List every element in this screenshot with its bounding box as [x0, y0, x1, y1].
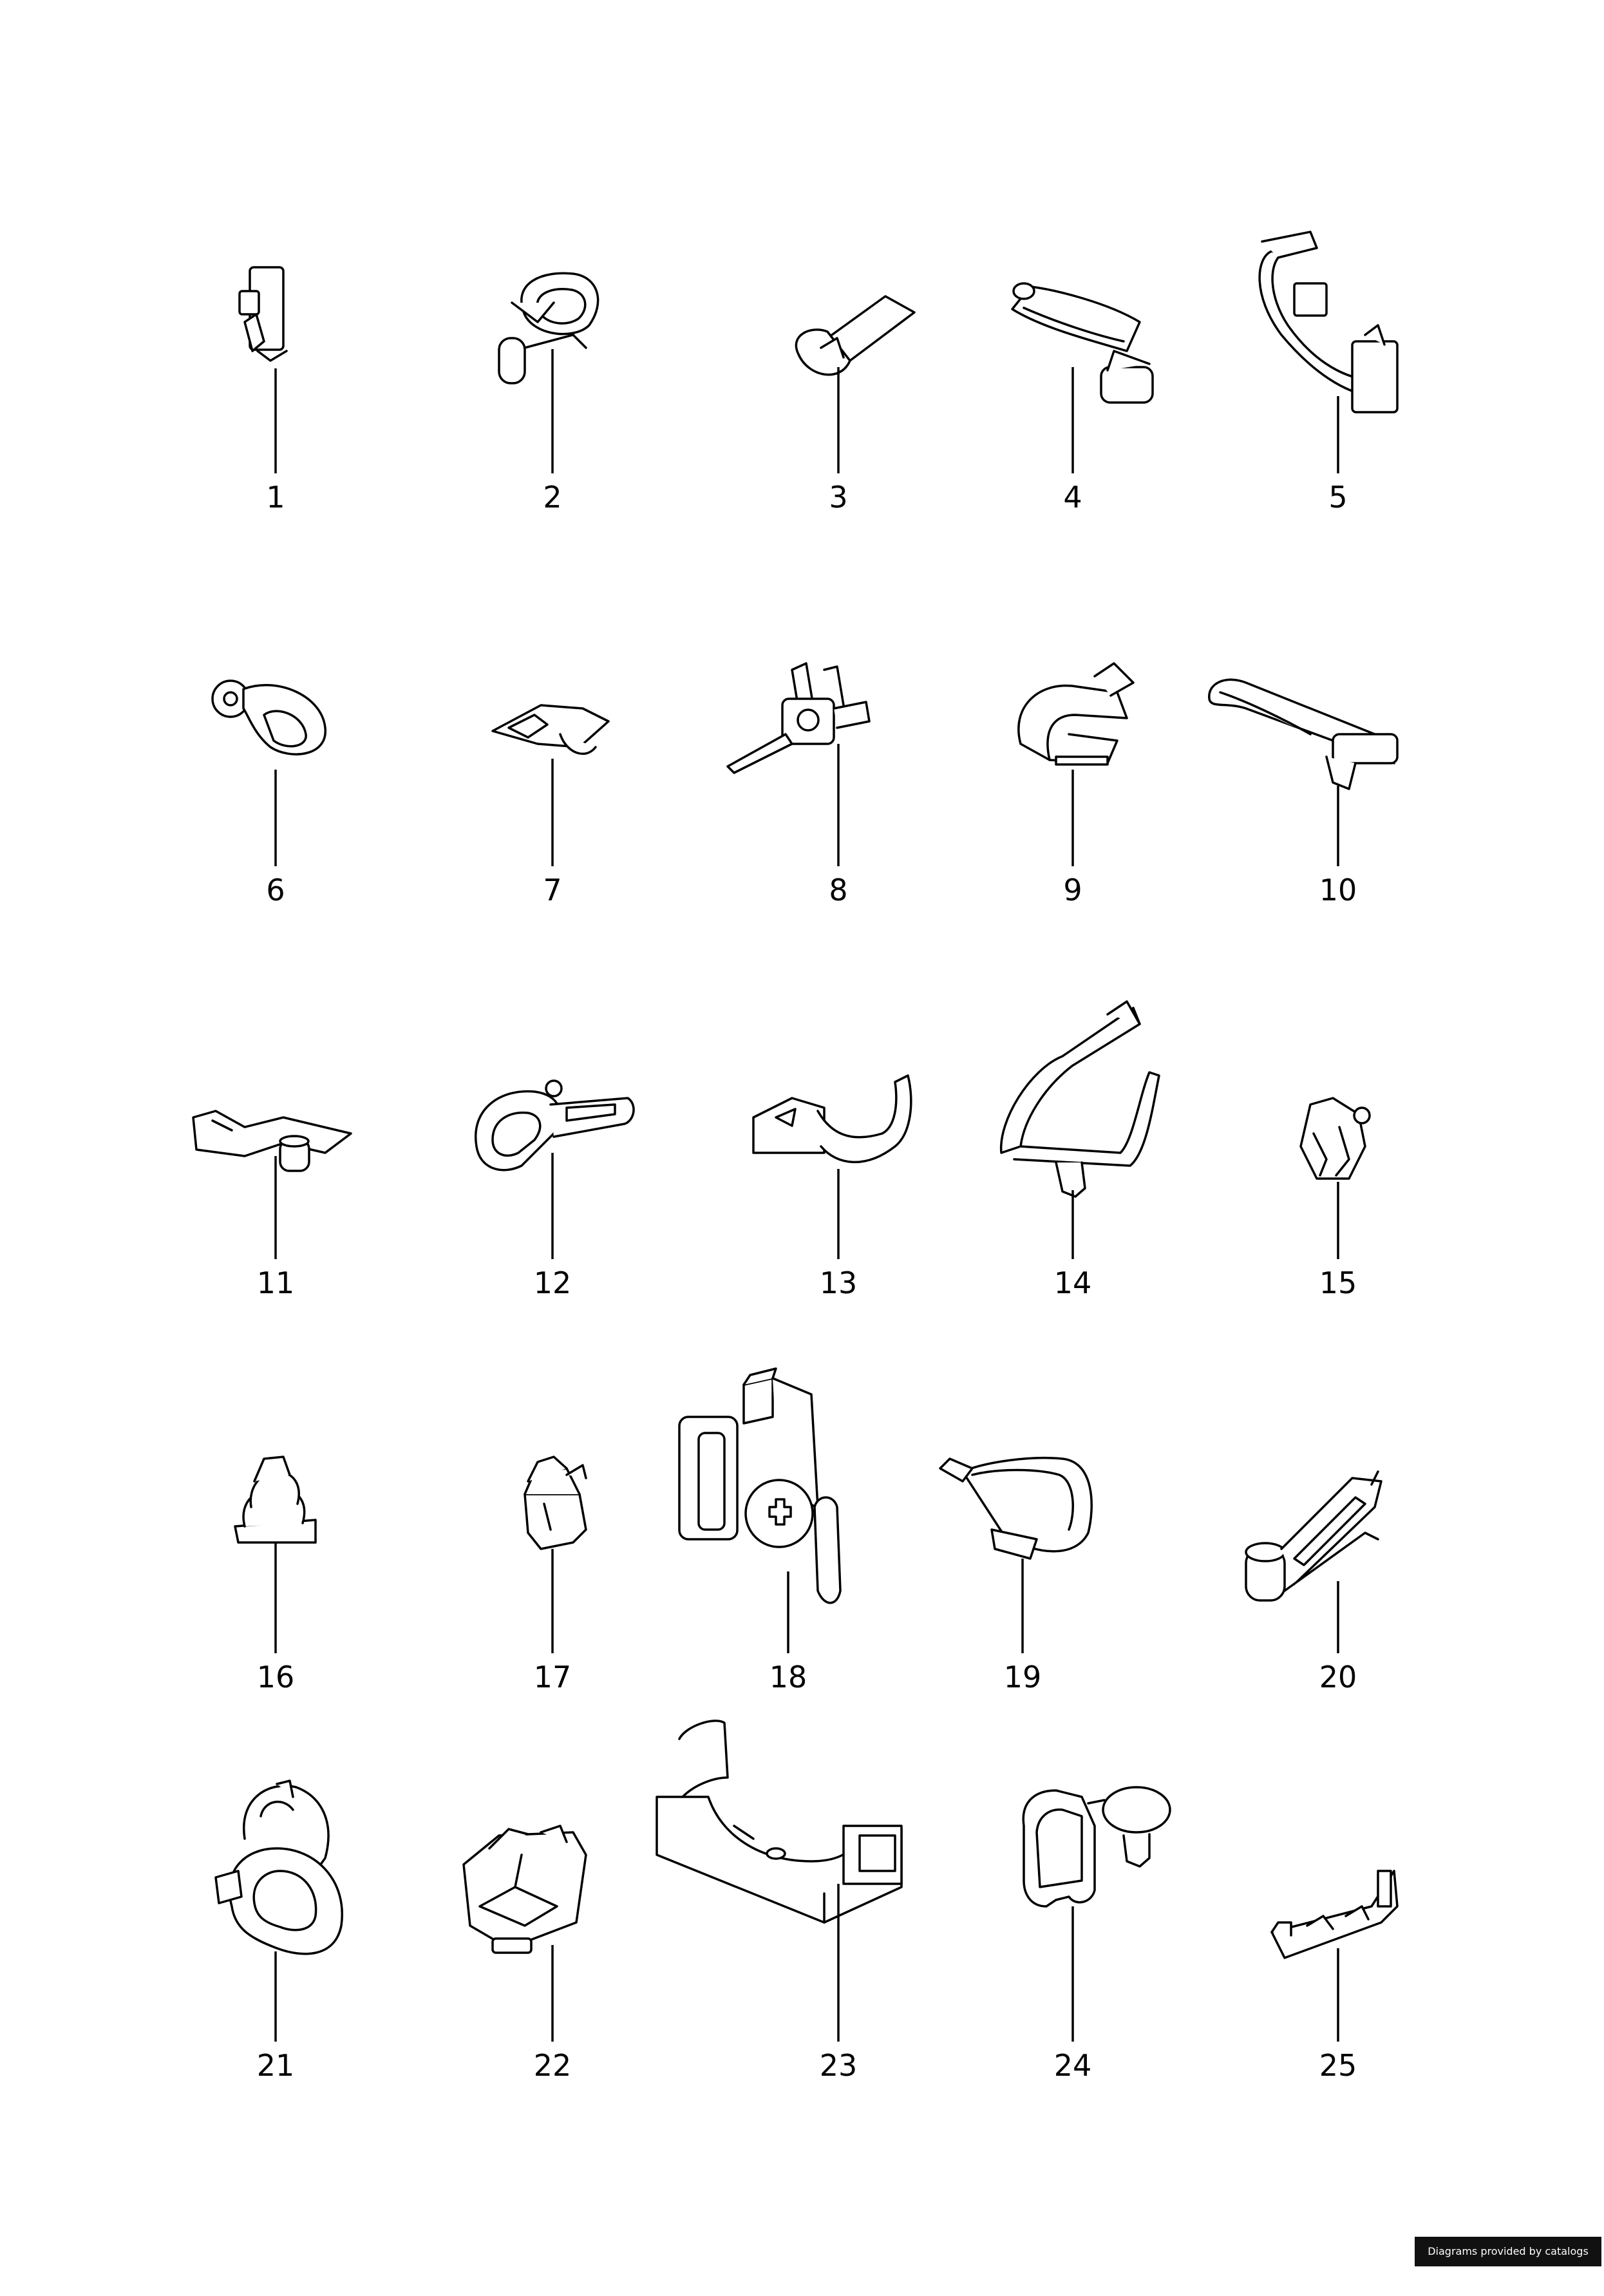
part-8: 8 [726, 662, 871, 907]
part-2: 2 [498, 272, 599, 515]
part-12: 12 [475, 1079, 635, 1300]
credit-badge: Diagrams provided by catalogs parts [1415, 2237, 1601, 2287]
callout-17: 17 [534, 1660, 572, 1694]
strap-clip-icon [795, 295, 916, 376]
callout-13: 13 [820, 1266, 858, 1300]
wiring-loop-clip-icon [498, 272, 599, 384]
part-18: 18 [678, 1367, 842, 1694]
callout-15: 15 [1319, 1266, 1357, 1300]
expanding-rivet-icon [1299, 1097, 1371, 1180]
flat-clip-icon [192, 1110, 352, 1172]
teardrop-clip-icon [939, 1456, 1093, 1560]
part-10: 10 [1208, 678, 1399, 907]
part-3: 3 [795, 295, 916, 515]
callout-12: 12 [534, 1266, 572, 1300]
part-7: 7 [491, 704, 610, 907]
long-clip-icon [1245, 1470, 1382, 1602]
part-4: 4 [1011, 282, 1154, 515]
callout-6: 6 [266, 873, 285, 907]
callout-23: 23 [820, 2048, 858, 2083]
part-25: 25 [1270, 1870, 1399, 2083]
part-23: 23 [656, 1720, 903, 2083]
small-rail-clip-icon [1270, 1870, 1399, 1959]
screw-bracket-icon [678, 1367, 842, 1604]
callout-5: 5 [1328, 480, 1347, 515]
callout-21: 21 [257, 2048, 295, 2083]
callout-11: 11 [257, 1266, 295, 1300]
part-11: 11 [192, 1110, 352, 1300]
callout-3: 3 [829, 480, 847, 515]
part-21: 21 [214, 1779, 343, 2083]
box-clip-icon [462, 1825, 587, 1954]
part-13: 13 [752, 1074, 912, 1300]
pipe-clamp-icon [211, 679, 326, 755]
loop-holder-icon [475, 1079, 635, 1172]
part-16: 16 [234, 1456, 317, 1694]
pin-holder-icon [726, 662, 871, 774]
callout-10: 10 [1319, 873, 1357, 907]
callout-19: 19 [1004, 1660, 1042, 1694]
part-14: 14 [999, 1000, 1160, 1300]
callout-9: 9 [1063, 873, 1082, 907]
hose-bracket-icon [1011, 282, 1154, 404]
part-6: 6 [211, 679, 326, 907]
part-24: 24 [1022, 1786, 1171, 2083]
part-17: 17 [524, 1456, 587, 1694]
retainer-clip-icon [524, 1456, 587, 1550]
part-19: 19 [939, 1456, 1093, 1694]
stacked-clip-icon [234, 1456, 317, 1544]
cable-tie-mount-icon [238, 266, 288, 362]
double-pipe-clamp-icon [214, 1779, 343, 1955]
callout-22: 22 [534, 2048, 572, 2083]
callout-1: 1 [266, 480, 285, 515]
callout-25: 25 [1319, 2048, 1357, 2083]
callout-14: 14 [1054, 1266, 1092, 1300]
callout-8: 8 [829, 873, 847, 907]
callout-20: 20 [1319, 1660, 1357, 1694]
callout-18: 18 [769, 1660, 807, 1694]
saddle-clip-icon [752, 1074, 912, 1164]
callout-7: 7 [543, 873, 561, 907]
part-9: 9 [1017, 662, 1135, 907]
part-20: 20 [1245, 1470, 1382, 1694]
push-rivet-clip-icon [1022, 1786, 1171, 1908]
callout-4: 4 [1063, 480, 1082, 515]
spring-clip-icon [491, 704, 610, 755]
part-1: 1 [238, 266, 288, 515]
callout-24: 24 [1054, 2048, 1092, 2083]
part-22: 22 [462, 1825, 587, 2083]
cradle-bracket-icon [656, 1720, 903, 1924]
callout-2: 2 [543, 480, 561, 515]
arched-clip-icon [999, 1000, 1160, 1198]
part-5: 5 [1258, 231, 1399, 515]
part-15: 15 [1299, 1097, 1371, 1300]
curved-clip-icon [1017, 662, 1135, 766]
callout-16: 16 [257, 1660, 295, 1694]
band-clip-icon [1258, 231, 1399, 413]
rail-clip-icon [1208, 678, 1399, 790]
